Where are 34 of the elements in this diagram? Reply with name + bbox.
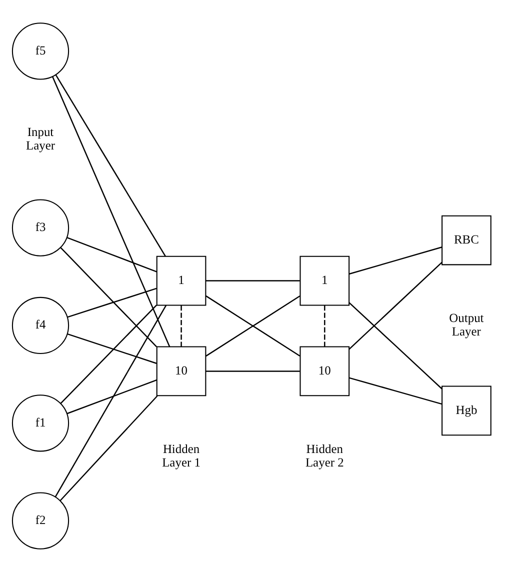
node-box: RBC: [442, 214, 492, 265]
connector: [67, 332, 157, 364]
connector: [348, 302, 442, 389]
node-circle: f5: [12, 22, 70, 80]
connector: [54, 304, 167, 497]
node-circle: f3: [12, 198, 70, 256]
label: Hidden Layer 1: [162, 441, 200, 469]
node-box: Hgb: [442, 385, 492, 436]
node-circle: f4: [12, 296, 70, 354]
connector: [60, 246, 157, 347]
connector: [180, 304, 182, 346]
connector: [324, 304, 326, 346]
node-box: 10: [300, 346, 350, 396]
connector: [67, 287, 157, 318]
node-box: 1: [156, 255, 206, 306]
connector: [348, 246, 442, 274]
label: Input Layer: [26, 124, 56, 152]
node-circle: f2: [12, 492, 70, 549]
connector: [60, 304, 157, 404]
connector: [60, 395, 158, 501]
connector: [348, 376, 442, 404]
connector: [52, 76, 170, 346]
label: Output Layer: [449, 310, 484, 338]
label: Hidden Layer 2: [305, 441, 344, 469]
connector: [66, 378, 158, 414]
connector: [206, 370, 300, 372]
node-circle: f1: [12, 394, 70, 452]
node-box: 10: [156, 346, 206, 396]
connector: [206, 294, 300, 356]
connector: [66, 236, 158, 272]
connector: [55, 74, 166, 256]
connector: [206, 280, 300, 281]
connector: [348, 261, 442, 350]
node-box: 1: [300, 255, 350, 306]
